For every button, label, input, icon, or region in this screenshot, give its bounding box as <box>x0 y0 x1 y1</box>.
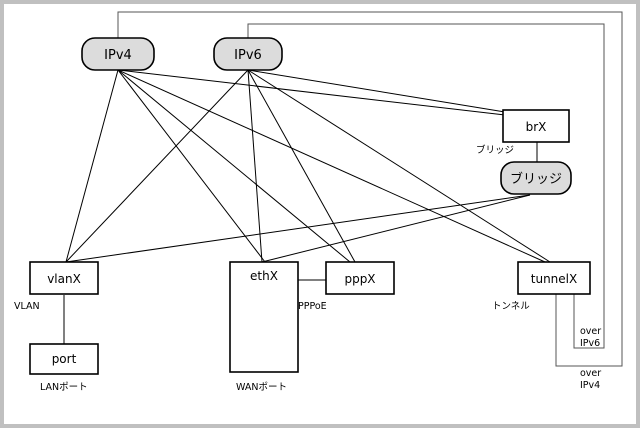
vlanx-label: vlanX <box>47 272 81 286</box>
brx-node <box>502 109 570 143</box>
wan-port-caption: WANポート <box>236 382 287 393</box>
bridge-node <box>500 161 572 195</box>
edge-ipv6-brx <box>247 69 506 113</box>
edge-ipv4-brx <box>117 69 506 116</box>
over-ipv6-caption-line2: IPv6 <box>580 338 600 349</box>
ipv6-label: IPv6 <box>234 48 262 63</box>
ethx-node <box>229 261 299 373</box>
edge-ipv6-tunnelx <box>247 69 551 263</box>
tunnelx-node <box>517 261 591 295</box>
edge-bridge-ethx <box>261 194 531 263</box>
port-node <box>29 343 99 375</box>
edge-ipv6-ethx <box>247 69 263 263</box>
edge-bridge-vlanx <box>65 194 531 263</box>
ipv6-node <box>213 37 283 71</box>
ipv4-over-tunnel-line <box>117 11 623 367</box>
edge-ipv4-ethx <box>117 69 266 263</box>
port-label: port <box>52 352 77 366</box>
pppoe-caption: PPPoE <box>298 301 327 312</box>
edge-ipv4-pppx <box>117 69 351 263</box>
brx-label: brX <box>526 120 547 134</box>
bridge-caption: ブリッジ <box>476 144 514 156</box>
bridge-label: ブリッジ <box>510 171 562 187</box>
ipv6-over-tunnel-line <box>247 23 605 349</box>
tunnelx-label: tunnelX <box>531 272 577 286</box>
edge-ipv4-tunnelx <box>117 69 546 263</box>
edge-ipv6-vlanx <box>65 69 249 263</box>
lan-port-caption: LANポート <box>40 382 88 393</box>
over-ipv4-caption-line1: over <box>580 368 601 379</box>
pppx-label: pppX <box>344 272 375 286</box>
edge-ipv4-vlanx <box>65 69 119 263</box>
vlanx-node <box>29 261 99 295</box>
vlan-caption: VLAN <box>14 301 40 312</box>
ipv4-label: IPv4 <box>104 48 132 63</box>
ethx-label: ethX <box>250 269 278 283</box>
ipv4-node <box>81 37 155 71</box>
pppx-node <box>325 261 395 295</box>
over-ipv6-caption-line1: over <box>580 326 601 337</box>
over-ipv4-caption-line2: IPv4 <box>580 380 600 391</box>
tunnel-caption: トンネル <box>492 301 530 312</box>
edge-ipv6-pppx <box>247 69 356 263</box>
